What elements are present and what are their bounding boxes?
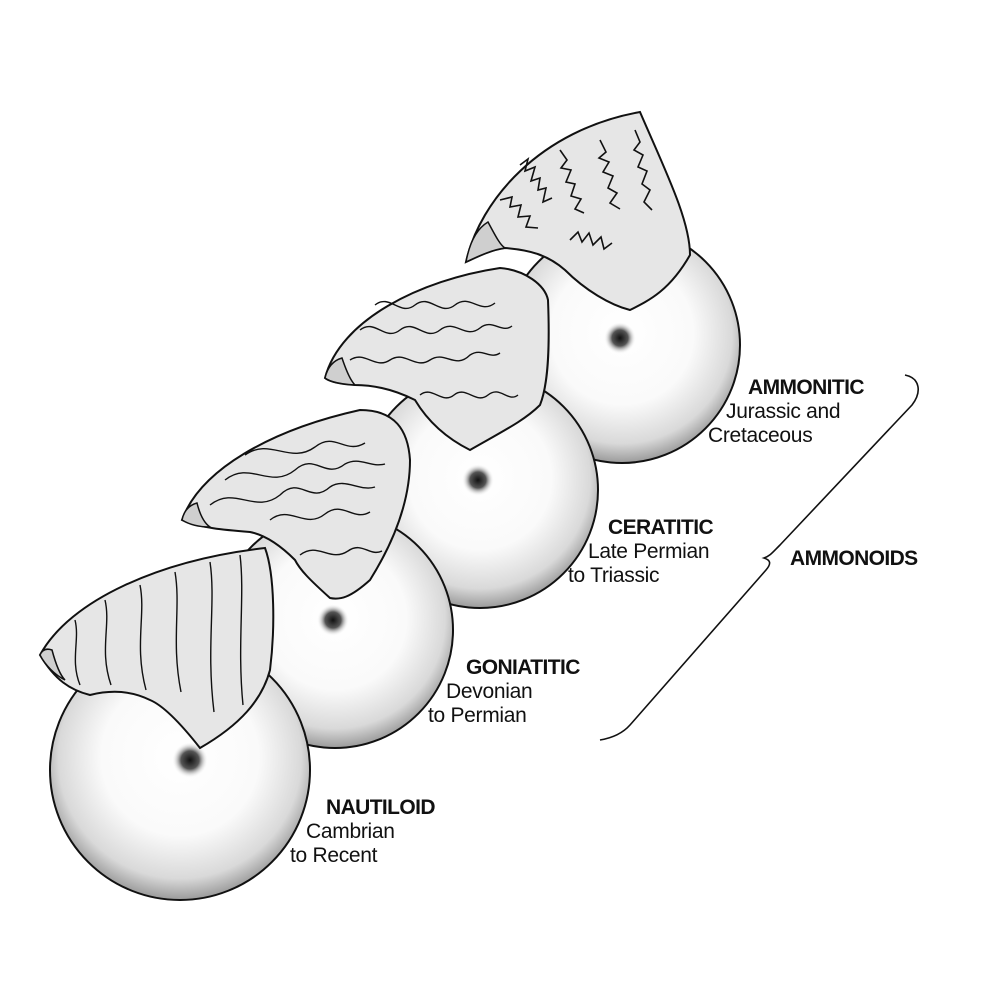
label-nautiloid-name: NAUTILOID bbox=[326, 796, 436, 819]
shell-nautiloid bbox=[38, 546, 311, 901]
label-ammonoids-group: AMMONOIDS bbox=[790, 547, 918, 570]
shell-ammonitic-umbilicus bbox=[604, 322, 636, 354]
label-nautiloid-range-1: Cambrian bbox=[306, 820, 395, 843]
label-ceratitic-name: CERATITIC bbox=[608, 516, 714, 539]
label-ammonitic: AMMONITIC Jurassic and Cretaceous bbox=[708, 376, 865, 448]
label-goniatitic-range-1: Devonian bbox=[446, 680, 533, 703]
shell-ceratitic-section bbox=[324, 357, 357, 386]
shell-nautiloid-suture-lines bbox=[74, 554, 244, 713]
shell-goniatitic-suture-lines bbox=[209, 440, 386, 556]
shell-ammonitic bbox=[464, 110, 741, 464]
label-ammonitic-range-1: Jurassic and bbox=[726, 400, 841, 423]
shell-ammonitic-section bbox=[465, 220, 508, 264]
label-ceratitic-range-2: to Triassic bbox=[568, 564, 660, 587]
shell-goniatitic-face bbox=[180, 408, 412, 600]
shell-goniatitic-umbilicus bbox=[317, 604, 349, 636]
label-goniatitic-range-2: to Permian bbox=[428, 704, 527, 727]
shell-nautiloid-section bbox=[39, 648, 66, 681]
label-ceratitic: CERATITIC Late Permian to Triassic bbox=[568, 516, 714, 588]
label-ammonitic-range-2: Cretaceous bbox=[708, 424, 813, 447]
label-nautiloid: NAUTILOID Cambrian to Recent bbox=[290, 796, 436, 868]
label-goniatitic: GONIATITIC Devonian to Permian bbox=[428, 656, 580, 728]
ammonoids-bracket bbox=[599, 374, 919, 741]
label-ceratitic-range-1: Late Permian bbox=[588, 540, 710, 563]
shell-ceratitic-suture-lines bbox=[349, 300, 519, 399]
shell-ceratitic-face bbox=[323, 266, 550, 452]
label-goniatitic-name: GONIATITIC bbox=[466, 656, 580, 679]
shell-nautiloid-face bbox=[38, 546, 275, 750]
shell-ceratitic-umbilicus bbox=[462, 464, 494, 496]
label-nautiloid-range-2: to Recent bbox=[290, 844, 378, 867]
shell-nautiloid-umbilicus bbox=[172, 742, 208, 778]
shell-goniatitic-section bbox=[181, 502, 213, 528]
shell-ammonitic-suture-lines bbox=[499, 129, 653, 251]
label-ammonitic-name: AMMONITIC bbox=[748, 376, 865, 399]
